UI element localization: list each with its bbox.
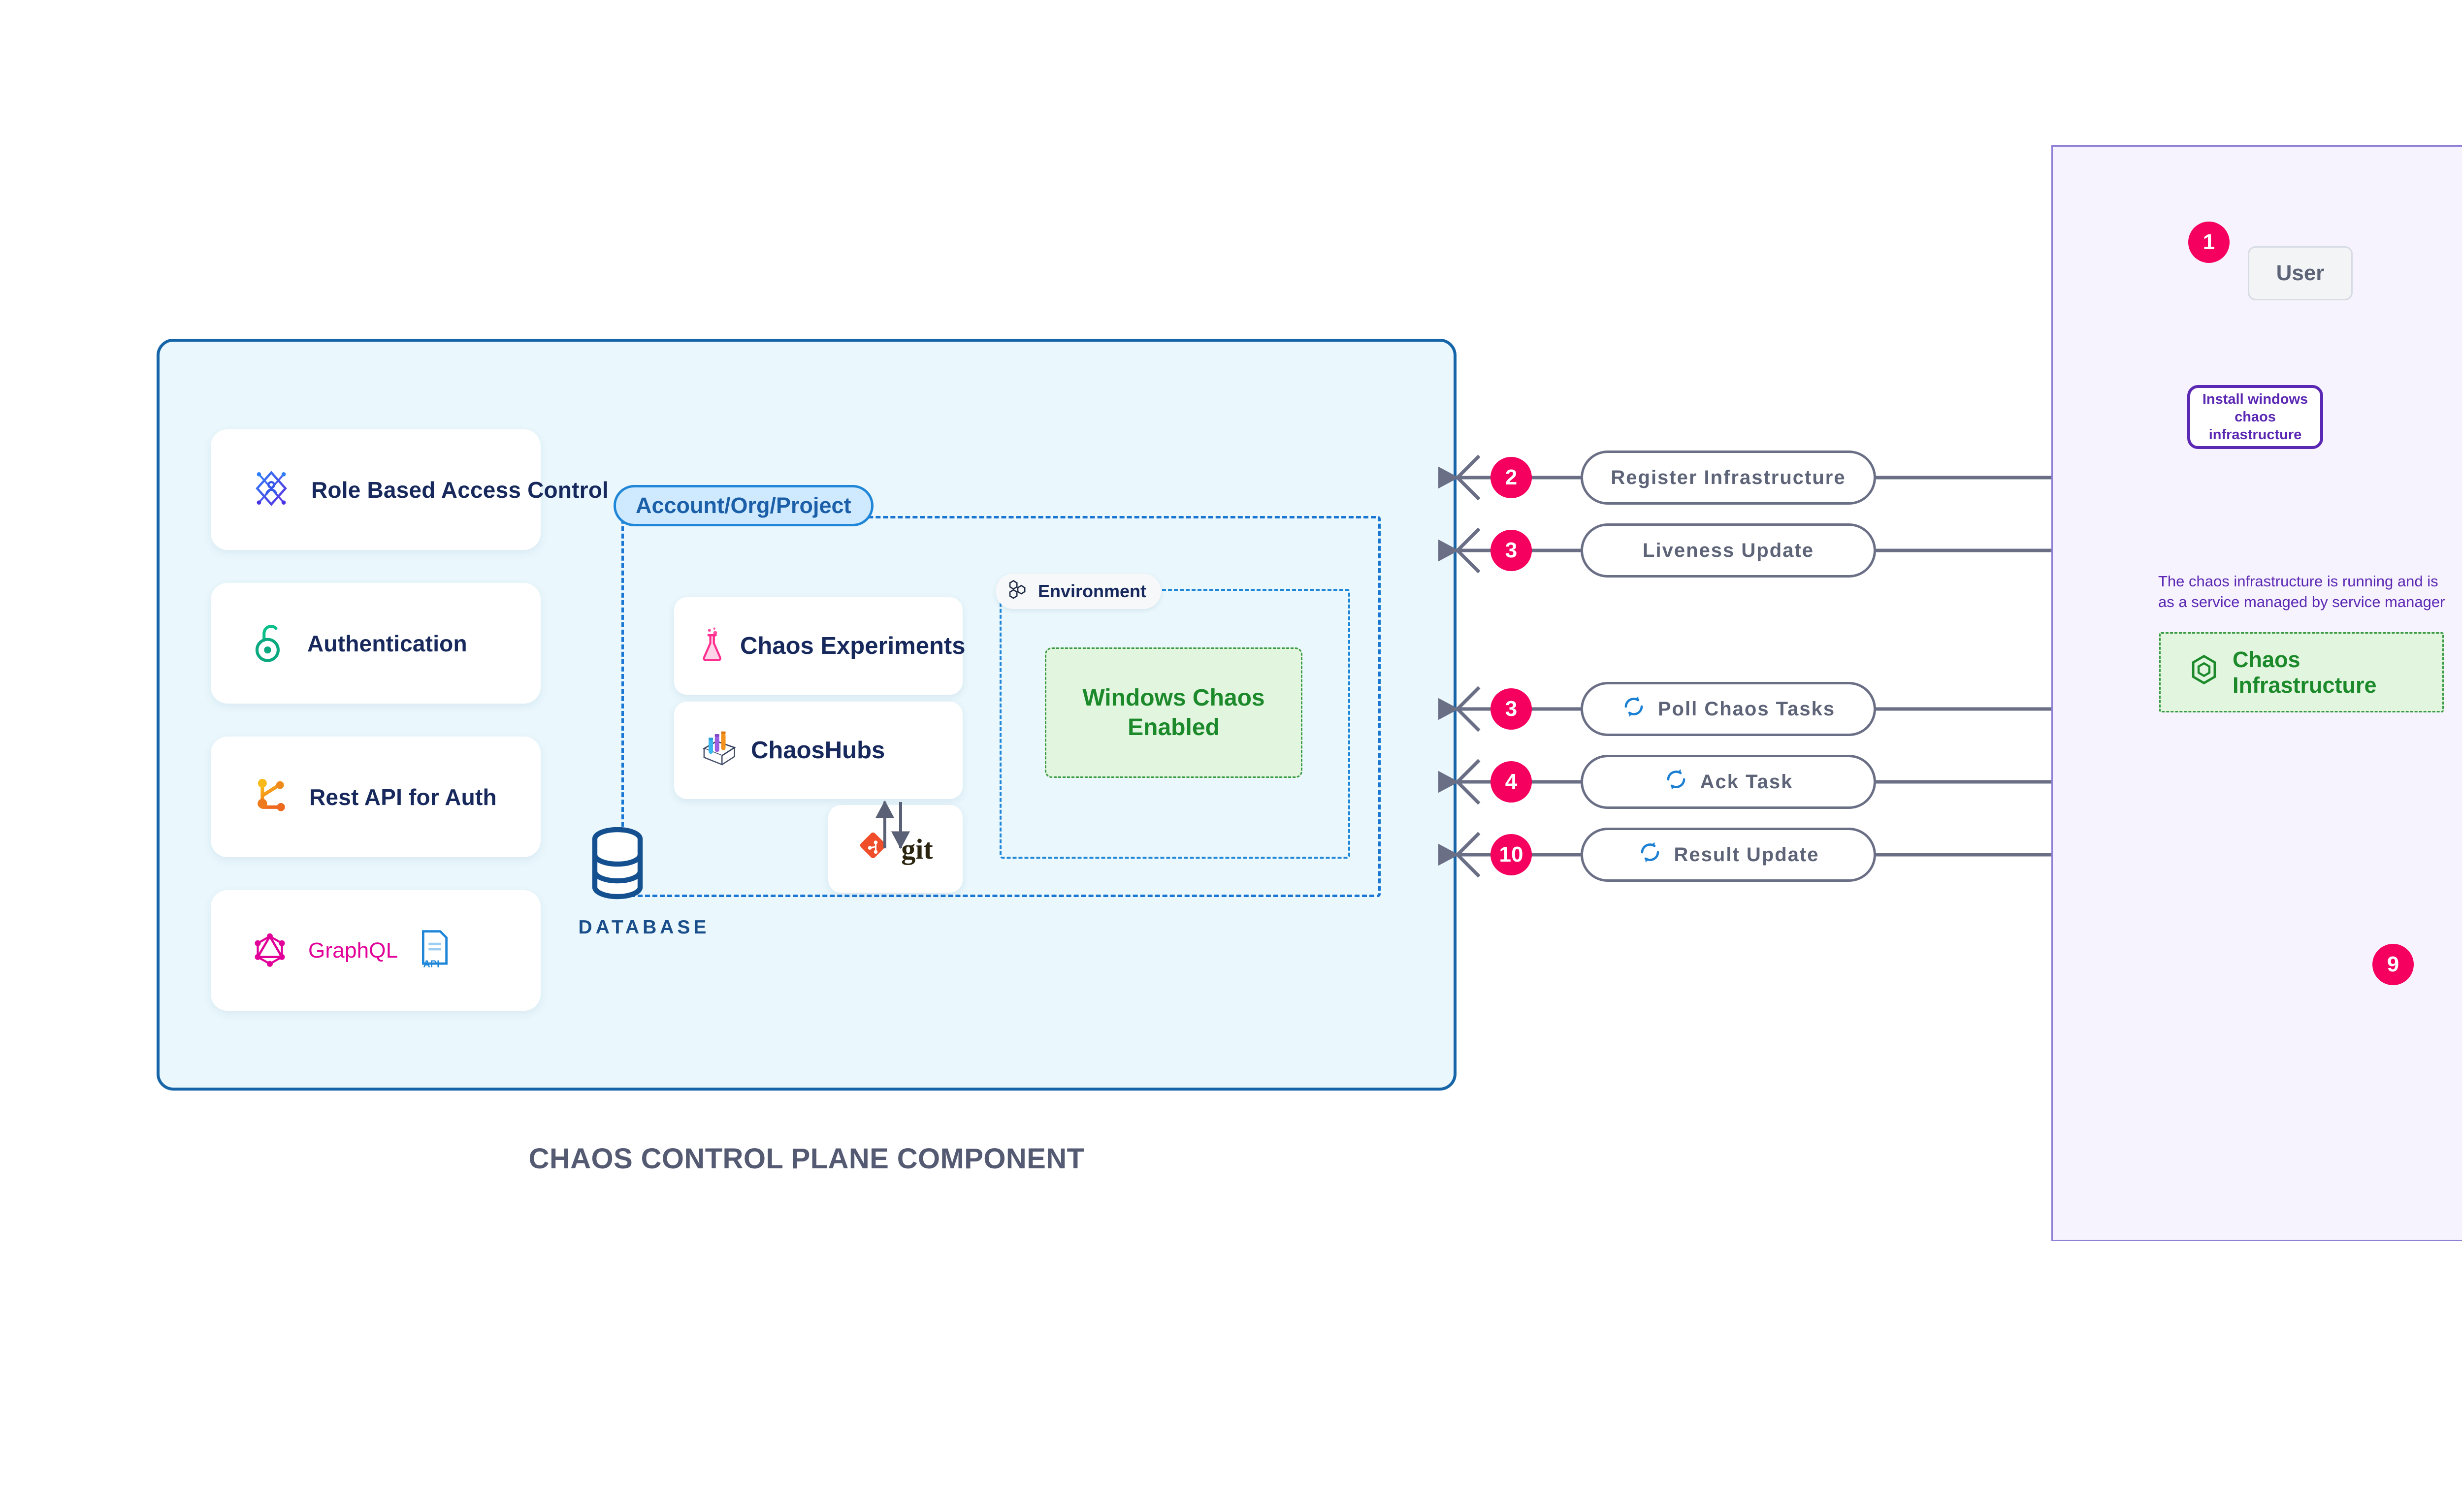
connector-pill-label: Poll Chaos Tasks: [1657, 698, 1836, 720]
feature-card-graphql[interactable]: GraphQL API: [211, 890, 541, 1011]
sync-icon: [1621, 694, 1646, 724]
feature-card-rest-api[interactable]: Rest API for Auth: [211, 737, 541, 857]
control-plane-title: CHAOS CONTROL PLANE COMPONENT: [528, 1143, 1085, 1175]
sync-icon: [1664, 767, 1688, 797]
environment-label: Environment: [1038, 581, 1147, 601]
database-cylinder-icon: [589, 827, 646, 903]
test-tube-rack-icon: [699, 730, 738, 771]
connector-pill-label: Liveness Update: [1643, 539, 1814, 561]
step-badge: 3: [1490, 688, 1532, 730]
connector-pill-register-infrastructure[interactable]: Register Infrastructure: [1581, 450, 1876, 505]
rbac-icon: [250, 467, 292, 512]
hexagon-outline-icon: [2190, 654, 2218, 690]
inner-card-chaos-experiments[interactable]: Chaos Experiments: [674, 597, 966, 695]
feature-label: Rest API for Auth: [309, 784, 497, 810]
step-badge-9: 9: [2372, 944, 2414, 985]
feature-card-rbac[interactable]: Role Based Access Control: [211, 429, 609, 550]
inner-card-label: ChaosHubs: [751, 737, 885, 764]
feature-card-authentication[interactable]: Authentication: [211, 583, 541, 704]
account-org-project-boundary: [621, 516, 1381, 897]
inner-card-label: git: [901, 833, 933, 865]
connector-pill-label: Register Infrastructure: [1611, 466, 1846, 488]
step-badge: 10: [1490, 834, 1532, 875]
inner-card-label: Chaos Experiments: [740, 633, 966, 659]
execution-plane-title: CHAOS EXECUTION PLANE COMPONENT: [2051, 1319, 2462, 1352]
step-badge: 2: [1490, 457, 1532, 498]
windows-chaos-status-badge: Windows Chaos Enabled: [1045, 647, 1302, 778]
connector-pill-poll-chaos-tasks[interactable]: Poll Chaos Tasks: [1581, 682, 1876, 736]
api-doc-icon: API: [420, 930, 450, 971]
inner-card-git[interactable]: git: [828, 805, 963, 893]
install-windows-chaos-infrastructure-node[interactable]: Install windows chaos infrastructure: [2187, 385, 2323, 449]
git-icon: [858, 832, 888, 866]
connector-pill-result-update[interactable]: Result Update: [1581, 828, 1876, 882]
database-label: DATABASE: [578, 917, 710, 938]
infra-note: The chaos infrastructure is running and …: [2158, 573, 2445, 611]
inner-card-chaoshubs[interactable]: ChaosHubs: [674, 702, 963, 799]
step-badge: 4: [1490, 761, 1532, 803]
account-org-project-pill[interactable]: Account/Org/Project: [614, 485, 874, 526]
feature-label: GraphQL: [308, 938, 398, 963]
connector-pill-ack-task[interactable]: Ack Task: [1581, 755, 1876, 809]
chaos-infrastructure-node[interactable]: Chaos Infrastructure: [2159, 632, 2444, 712]
flask-icon: [699, 626, 727, 666]
chaos-infrastructure-label: Chaos Infrastructure: [2233, 646, 2377, 698]
step-badge: 3: [1490, 530, 1532, 571]
rest-api-icon: [250, 774, 291, 819]
environment-pill[interactable]: Environment: [996, 574, 1162, 609]
graphql-icon: [250, 929, 290, 972]
step-badge-1: 1: [2188, 222, 2230, 263]
lock-icon: [250, 621, 289, 666]
connector-pill-label: Result Update: [1674, 843, 1819, 866]
environment-boundary: [1000, 589, 1350, 859]
sync-icon: [1638, 840, 1662, 869]
connector-pill-liveness-update[interactable]: Liveness Update: [1581, 523, 1876, 578]
hexagon-cluster-icon: [1006, 579, 1029, 604]
connector-pill-label: Ack Task: [1700, 771, 1793, 793]
svg-text:API: API: [423, 959, 440, 969]
user-node[interactable]: User: [2248, 246, 2353, 300]
feature-label: Authentication: [307, 630, 467, 656]
feature-label: Role Based Access Control: [311, 477, 609, 503]
